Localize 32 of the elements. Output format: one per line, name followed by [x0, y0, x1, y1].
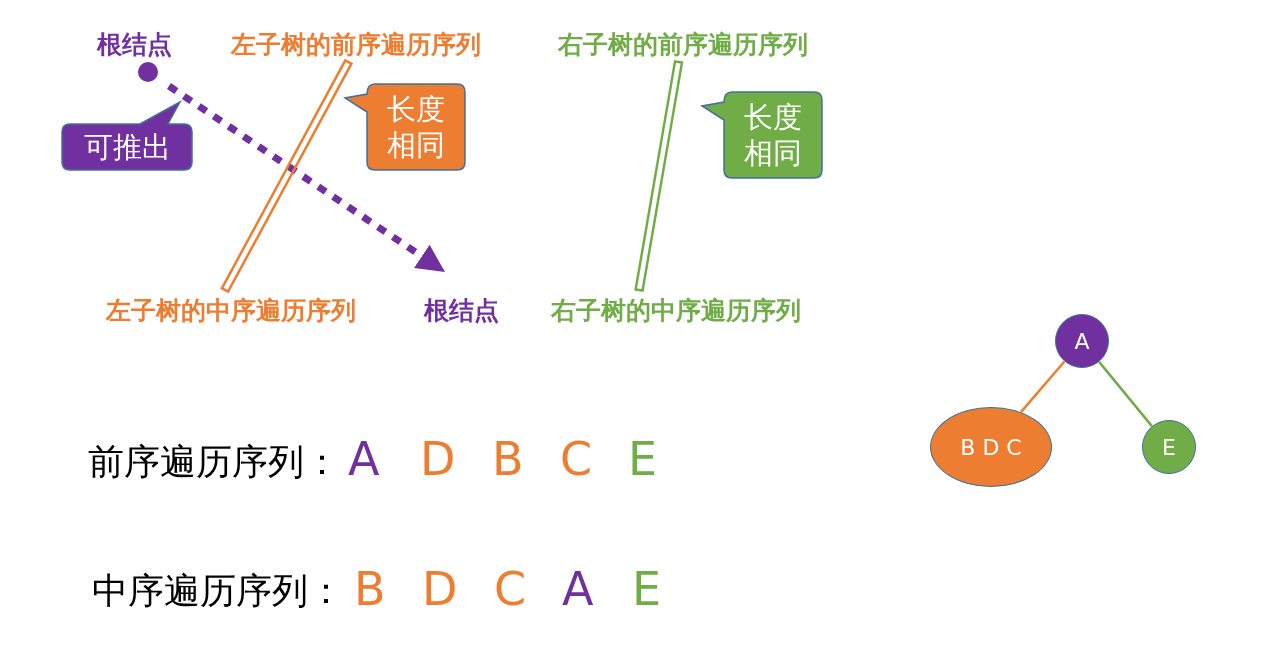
- sequence-label: 中序遍历序列：: [92, 573, 344, 609]
- tree-node: E: [1142, 420, 1196, 474]
- sequence-letter: B: [492, 436, 524, 482]
- callout-text: 长度相同: [386, 91, 446, 163]
- heading-label: 左子树的前序遍历序列: [213, 28, 498, 62]
- heading-label: 根结点: [415, 272, 507, 330]
- heading-label: 右子树的前序遍历序列: [540, 28, 825, 62]
- heading-label: 左子树的中序遍历序列: [88, 290, 374, 328]
- callout-bubble: [700, 90, 824, 180]
- callout-text: 可推出: [82, 129, 172, 165]
- callout-bubble: [60, 100, 194, 172]
- heading-label: 根结点: [95, 29, 173, 61]
- sequence-letter: D: [422, 566, 458, 612]
- callout-bubble: [343, 82, 467, 172]
- heading-label: 右子树的中序遍历序列: [533, 290, 819, 328]
- sequence-letter: D: [420, 436, 456, 482]
- tree-node: A: [1055, 314, 1109, 368]
- sequence-letter: E: [628, 436, 658, 482]
- sequence-letter: A: [348, 436, 380, 482]
- double-line: [634, 59, 684, 293]
- sequence-letter: C: [494, 566, 527, 612]
- tree-node: B D C: [930, 407, 1052, 487]
- callout-text: 长度相同: [743, 99, 803, 171]
- connector-line: [1098, 361, 1153, 427]
- double-line: [220, 58, 354, 294]
- sequence-letter: B: [354, 566, 386, 612]
- sequence-letter: E: [632, 566, 662, 612]
- dashed-arrow: [167, 83, 445, 272]
- connector-line: [1019, 360, 1066, 413]
- sequence-letter: C: [560, 436, 593, 482]
- sequence-letter: A: [562, 566, 594, 612]
- sequence-label: 前序遍历序列：: [88, 444, 340, 480]
